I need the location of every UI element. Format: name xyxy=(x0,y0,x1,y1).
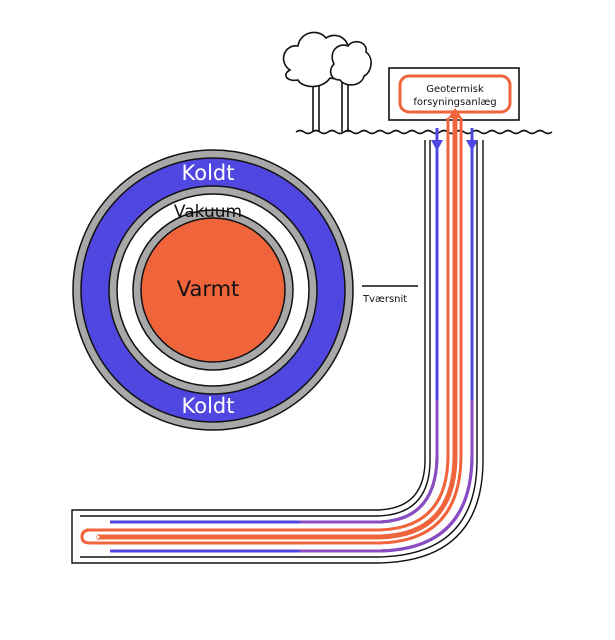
vacuum-label: Vakuum xyxy=(174,202,242,222)
cold-label-bottom: Koldt xyxy=(182,394,235,418)
tree-icon xyxy=(329,40,372,132)
ground-line xyxy=(295,129,553,135)
cold-label-top: Koldt xyxy=(182,161,235,185)
arrow-up-icon xyxy=(448,108,462,118)
borehole-walls xyxy=(71,140,484,564)
cross-section-label: Tværsnit xyxy=(362,294,407,305)
hot-label: Varmt xyxy=(177,277,240,301)
arrow-right-icon xyxy=(91,532,101,542)
arrow-down-icon xyxy=(431,140,443,151)
hot-pipe-outer-right xyxy=(80,118,463,545)
hot-core xyxy=(140,217,286,363)
mixed-segment-left xyxy=(300,400,439,524)
hot-pipe-center xyxy=(96,118,458,540)
mixed-segment-right xyxy=(300,400,474,553)
plant-label-line1: Geotermisk xyxy=(426,84,484,95)
arrow-down-icon xyxy=(466,140,478,151)
plant-label-line2: forsyningsanlæg xyxy=(413,97,496,108)
hot-pipe-outer-left xyxy=(80,118,450,538)
cross-section: Koldt Vakuum Varmt Koldt xyxy=(72,149,354,431)
